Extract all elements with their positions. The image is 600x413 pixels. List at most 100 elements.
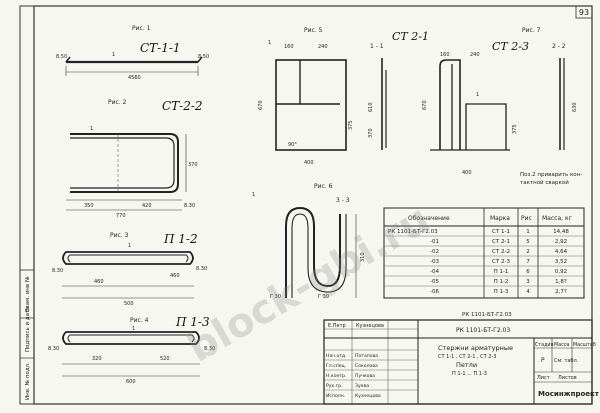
spec-cell-mass: 3,52 (555, 259, 567, 265)
fig1-dim: 4560 (128, 75, 141, 81)
fig5-mark: СТ 2-1 (392, 30, 429, 43)
title-block-frame (323, 319, 593, 405)
section22-dim: 630 (572, 102, 578, 112)
weld-note: тактной сваркой (520, 179, 569, 186)
fig1-dim: 8.50 (198, 54, 209, 60)
spec-cell-figure: 2 (526, 249, 530, 255)
spec-cell-figure: 6 (526, 269, 530, 275)
fig5-dim: 670 (258, 100, 264, 110)
fig3-mark: П 1-2 (163, 232, 198, 246)
sheet-label: Лист (537, 375, 550, 381)
spec-cell-mark: П 1-3 (494, 289, 509, 295)
fig3-dim: 8.30 (196, 266, 207, 272)
fig4-dim: 8.30 (48, 346, 59, 352)
fig2-bar-inner (70, 137, 175, 189)
fig3-pos: 1 (128, 243, 131, 249)
fig5-dim: 90° (288, 142, 297, 148)
fig7-dim: 375 (512, 124, 518, 134)
fig1-pos: 1 (112, 52, 115, 58)
fig2-dim: 8.30 (184, 203, 195, 209)
side-stamp-text: Подпись и дата (25, 306, 31, 352)
fig4-dim: 520 (160, 356, 170, 362)
fig2-dim: 370 (188, 162, 198, 168)
inner-frame (33, 5, 593, 405)
page-number-box (575, 5, 593, 19)
title-block-top-left: Е.Петр (328, 323, 346, 329)
title-block-name: СТ 1-1 , СТ 2-1 , СТ 2-3 (438, 354, 496, 360)
fig7-dim: 160 (440, 52, 450, 58)
title-block-staff: Нач.отд.ПотаповаГл.спец.СоколоваН.контр.… (326, 353, 381, 399)
stage-header: Масштаб (573, 342, 596, 348)
fig2-pos: 1 (90, 126, 93, 132)
spec-header: Обозначение (408, 215, 450, 222)
fig7-mark: СТ 2-3 (492, 40, 529, 53)
staff-name: Соколова (355, 363, 378, 369)
sheets-label: Листов (558, 375, 577, 381)
fig5-dim: 240 (318, 44, 328, 50)
staff-role: Исполн. (326, 393, 345, 399)
title-block-code: РК 1101-БТ-Г2.03 (456, 327, 510, 334)
section22-title: 2 - 2 (552, 43, 566, 50)
fig4-dim: 600 (126, 379, 136, 385)
spec-cell-mass: 2,92 (555, 239, 567, 245)
fig5-dim: 400 (304, 160, 314, 166)
spec-cell-designation: РК 1101-БТ-Г2.03 (388, 229, 438, 235)
spec-cell-mass: 1,8? (555, 279, 567, 285)
section11-title: 1 - 1 (370, 43, 384, 50)
spec-cell-mark: П 1-1 (494, 269, 509, 275)
section11-dim: 610 (368, 102, 374, 112)
fig2-dim: 770 (116, 213, 126, 219)
fig3-dim: 8.30 (52, 268, 63, 274)
title-block-name: Стержни арматурные (438, 344, 513, 352)
staff-role: Н.контр. (326, 373, 347, 379)
spec-header: Рис (521, 215, 532, 222)
fig5-title: Рис. 5 (304, 27, 323, 34)
fig2-bar (70, 133, 179, 193)
fig7-dim: 670 (422, 100, 428, 110)
staff-role: Гл.спец. (326, 363, 346, 369)
fig4-dim: 8.30 (204, 346, 215, 352)
staff-name: Пучкова (355, 373, 375, 379)
fig6-pos: 1 (252, 192, 255, 198)
fig1-mark: СТ-1-1 (140, 41, 181, 55)
fig7-pos: 1 (476, 92, 479, 98)
spec-cell-mass: 4,64 (555, 249, 568, 255)
fig1-title: Рис. 1 (132, 25, 151, 32)
fig5-frame (275, 59, 347, 151)
spec-cell-designation: -04 (430, 269, 439, 275)
fig3-loop (62, 251, 194, 265)
fig7-dim: 240 (470, 52, 480, 58)
spec-header: Марка (490, 215, 510, 222)
organization: Мосинжпроект (538, 390, 600, 398)
code-top: РК 1101-БТ-Г2.03 (462, 312, 512, 318)
spec-cell-mass: 14,48 (553, 229, 569, 235)
fig1-dim: 8.50 (56, 54, 67, 60)
fig5-dim: 160 (284, 44, 294, 50)
spec-cell-figure: 3 (526, 279, 530, 285)
fig4-mark: П 1-3 (175, 315, 210, 329)
stage-header: Стадия (535, 342, 554, 348)
fig4-dim: 320 (92, 356, 102, 362)
fig6-title: Рис. 6 (314, 183, 333, 190)
fig5-dim: 375 (348, 120, 354, 130)
fig6-dim: Г 30 (270, 294, 281, 300)
spec-cell-designation: -03 (430, 259, 439, 265)
watermark: block-gbi.ru (180, 196, 438, 371)
spec-cell-mark: СТ 2-3 (492, 259, 510, 265)
fig2-dim: 350 (84, 203, 94, 209)
spec-cell-figure: 5 (526, 239, 530, 245)
fig3-title: Рис. 3 (110, 232, 129, 239)
fig7-bar (439, 59, 461, 150)
spec-cell-designation: -06 (430, 289, 439, 295)
staff-role: Рук.гр. (326, 383, 343, 389)
staff-name: Потапова (355, 353, 378, 359)
fig2-title: Рис. 2 (108, 99, 127, 106)
fig4-loop-inner (67, 334, 195, 343)
side-stamp-text: Взам. инв № (25, 276, 31, 312)
spec-cell-figure: 1 (526, 229, 530, 235)
spec-cell-designation: -01 (430, 239, 439, 245)
spec-cell-mark: П 1-2 (494, 279, 509, 285)
spec-header: Масса, кг (542, 215, 572, 222)
